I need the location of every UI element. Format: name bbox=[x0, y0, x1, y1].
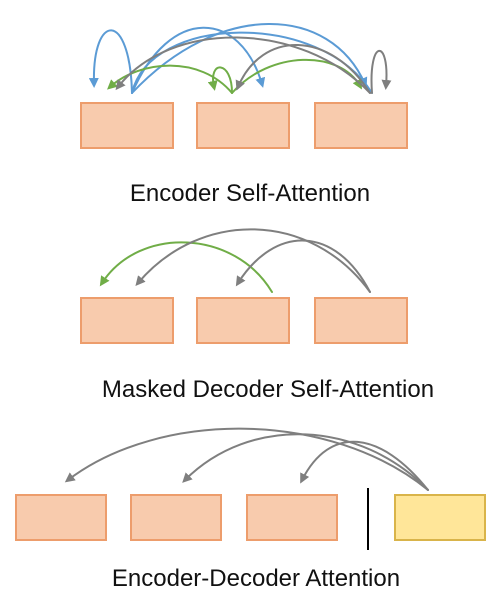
panel-title: Encoder Self-Attention bbox=[130, 180, 370, 207]
token-box bbox=[80, 102, 174, 149]
attention-arc-gray bbox=[135, 228, 371, 293]
attention-arc-blue bbox=[88, 29, 133, 94]
arcs-encoder-self-attention bbox=[88, 23, 392, 94]
arcs-masked-decoder-self-attention bbox=[99, 228, 371, 293]
attention-arc-blue bbox=[131, 23, 368, 94]
query-token-box bbox=[394, 494, 486, 541]
panel-title: Encoder-Decoder Attention bbox=[112, 565, 400, 592]
token-box bbox=[314, 102, 408, 149]
attention-arc-green bbox=[99, 241, 273, 293]
panel-encoder-self-attention: Encoder Self-Attention bbox=[80, 23, 408, 207]
token-box bbox=[80, 297, 174, 344]
token-box bbox=[196, 102, 290, 149]
attention-arc-gray bbox=[300, 440, 429, 491]
panel-masked-decoder-self-attention: Masked Decoder Self-Attention bbox=[80, 228, 434, 403]
attention-arc-gray bbox=[64, 427, 429, 491]
panel-encoder-decoder-attention: Encoder-Decoder Attention bbox=[15, 427, 486, 592]
token-box bbox=[246, 494, 338, 541]
attention-arc-gray bbox=[370, 49, 392, 94]
token-box bbox=[196, 297, 290, 344]
token-box bbox=[130, 494, 222, 541]
token-box bbox=[15, 494, 107, 541]
attention-arc-gray bbox=[182, 433, 429, 491]
attention-arc-gray bbox=[235, 239, 371, 293]
panel-title: Masked Decoder Self-Attention bbox=[102, 376, 434, 403]
arcs-encoder-decoder-attention bbox=[64, 427, 429, 491]
attention-arc-gray bbox=[235, 44, 371, 94]
attention-arc-gray bbox=[115, 36, 371, 94]
token-box bbox=[314, 297, 408, 344]
attention-arc-green bbox=[107, 64, 233, 94]
attention-arc-green bbox=[207, 66, 233, 94]
